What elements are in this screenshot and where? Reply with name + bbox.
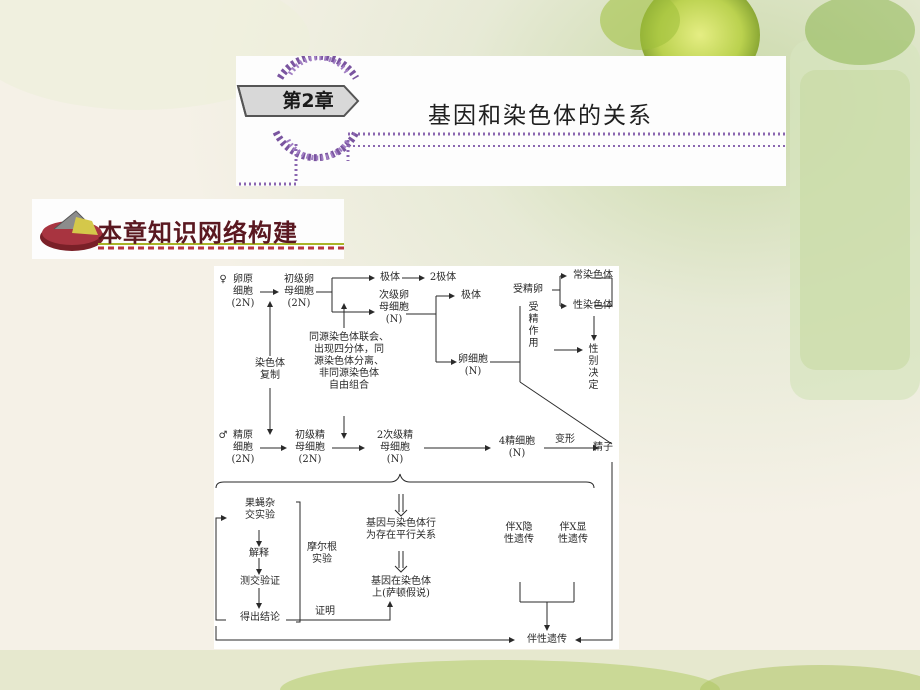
chromosome-replication: 染色体 复制 [255,358,285,381]
meiosis-behavior: 同源染色体联会、 出现四分体，同 源染色体分离、 非同源染色体 自由组合 [309,332,389,391]
sex-linked-inheritance: 伴性遗传 [527,634,567,645]
conclusion: 得出结论 [240,612,280,623]
fertilization: 受精作用 [528,302,539,349]
primary-oocyte: 初级卵 母细胞 (2N) [284,274,314,309]
knowledge-network-diagram: ♀ 卵原 细胞 (2N) 初级卵 母细胞 (2N) 极体 2极体 次级卵 母细胞… [214,266,619,649]
chapter-banner: 第2章 基因和染色体的关系 [236,56,786,186]
egg-primordial-cell: 卵原 细胞 (2N) [231,274,255,309]
parallel-relationship: 基因与染色体行 为存在平行关系 [366,518,436,541]
male-symbol: ♂ [218,430,228,441]
chapter-title: 基因和染色体的关系 [428,103,653,129]
section-header: 本章知识网络构建 [32,199,344,259]
four-spermatids: 4精细胞 (N) [498,436,536,459]
primary-spermatocyte: 初级精 母细胞 (2N) [295,430,325,465]
x-linked-dominant: 伴X显性遗传 [558,522,588,545]
secondary-oocyte: 次级卵 母细胞 (N) [379,290,409,325]
x-linked-recessive: 伴X隐性遗传 [504,522,534,545]
fruitfly-cross: 果蝇杂 交实验 [245,498,275,521]
genes-on-chromosomes: 基因在染色体 上(萨顿假说) [371,576,431,599]
polar-body-1: 极体 [380,272,400,283]
autosome: 常染色体 [573,270,613,281]
section-title: 本章知识网络构建 [98,219,298,247]
sex-chromosome: 性染色体 [573,300,613,311]
proof: 证明 [315,606,335,617]
transformation: 变形 [555,434,575,445]
egg-cell: 卵细胞 (N) [458,354,488,377]
fertilized-egg: 受精卵 [513,284,543,295]
sex-determination: 性别决定 [588,344,599,391]
polar-body-2: 极体 [461,290,481,301]
chapter-label: 第2章 [282,90,334,112]
explanation: 解释 [249,548,269,559]
female-symbol: ♀ [219,274,227,285]
sperm-primordial-cell: 精原 细胞 (2N) [231,430,255,465]
sperm: 精子 [593,442,613,453]
two-polar-bodies: 2极体 [429,272,457,283]
testcross: 测交验证 [240,576,280,587]
morgan-experiment: 摩尔根 实验 [307,542,337,565]
secondary-spermatocyte: 2次级精 母细胞 (N) [376,430,414,465]
